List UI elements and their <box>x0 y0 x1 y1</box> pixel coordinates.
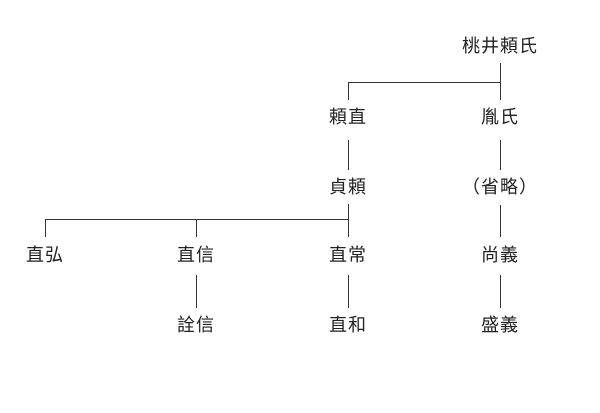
connector-root-down <box>500 63 501 83</box>
connector-naotsune-naokazu <box>348 275 349 308</box>
connector-to-naotsune <box>348 219 349 237</box>
connector-to-yorinao <box>348 82 349 100</box>
node-naokazu: 直和 <box>329 315 367 336</box>
node-akinobu: 詮信 <box>177 315 215 336</box>
connector-omitted-naoyoshi <box>500 205 501 237</box>
node-naonobu: 直信 <box>177 245 215 266</box>
node-sadayori: 貞頼 <box>329 177 367 198</box>
connector-to-naonobu <box>196 219 197 237</box>
node-root: 桃井頼氏 <box>462 36 538 57</box>
connector-to-ranshi <box>500 82 501 100</box>
node-ranshi: 胤氏 <box>481 107 519 128</box>
connector-ranshi-omitted <box>500 140 501 170</box>
connector-yorinao-sadayori <box>348 140 349 170</box>
connector-gen2-bar <box>348 82 501 83</box>
node-omitted: （省略） <box>462 177 538 198</box>
node-naotsune: 直常 <box>329 245 367 266</box>
node-naoyoshi: 尚義 <box>481 245 519 266</box>
connector-sadayori-down <box>348 204 349 220</box>
node-yorinao: 頼直 <box>329 107 367 128</box>
connector-to-naohiro <box>45 219 46 237</box>
connector-gen4-bar <box>45 219 349 220</box>
node-moriyoshi: 盛義 <box>481 315 519 336</box>
connector-naoyoshi-moriyoshi <box>500 275 501 308</box>
node-naohiro: 直弘 <box>26 245 64 266</box>
connector-naonobu-akinobu <box>196 275 197 308</box>
